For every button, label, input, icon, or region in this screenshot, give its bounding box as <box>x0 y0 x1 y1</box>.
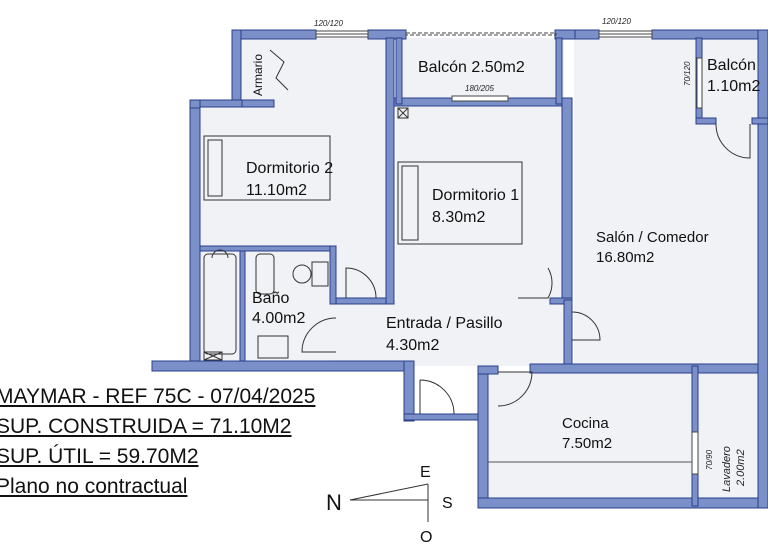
compass-west: O <box>420 529 432 546</box>
floor-areas <box>200 38 768 500</box>
room-balcon-2-area: 1.10m2 <box>707 78 760 95</box>
compass-rose: N E S O <box>326 464 453 546</box>
wall-kitchen-left <box>477 365 489 509</box>
room-cocina-name: Cocina <box>562 415 609 432</box>
compass-east: E <box>420 464 431 481</box>
room-balcon-2-name: Balcón <box>707 57 756 74</box>
wall-bed2-right <box>385 37 395 305</box>
bidet <box>255 253 275 295</box>
window-balcony <box>405 32 557 36</box>
info-built-area: SUP. CONSTRUIDA = 71.10M2 <box>0 415 292 438</box>
compass-south: S <box>442 495 453 512</box>
wall-left-upper <box>231 29 242 106</box>
room-entrada-name: Entrada / Pasillo <box>386 315 503 332</box>
walls <box>151 29 768 509</box>
room-dormitorio-1-name: Dormitorio 1 <box>432 187 519 204</box>
door-entry <box>419 379 455 415</box>
shower-head <box>211 249 229 259</box>
room-bano-area: 4.00m2 <box>252 310 305 327</box>
window-label-3: 180/205 <box>465 84 494 93</box>
info-disclaimer: Plano no contractual <box>0 475 188 498</box>
windows <box>315 30 703 475</box>
wall-corridor-top-l <box>335 297 387 305</box>
door-kitchen <box>497 371 533 407</box>
room-dormitorio-1-area: 8.30m2 <box>432 209 485 226</box>
room-balcon-1-name: Balcón 2.50m2 <box>418 59 525 76</box>
wall-inner-bath-right <box>329 245 337 305</box>
compass-north: N <box>326 490 342 515</box>
wall-bath-mid <box>239 250 246 362</box>
room-entrada-area: 4.30m2 <box>386 337 439 354</box>
window-label-4: 70/120 <box>683 61 692 86</box>
room-salon-name: Salón / Comedor <box>596 229 709 246</box>
wall-kitchen-bottom <box>477 497 768 509</box>
toilet <box>292 264 312 284</box>
door-bed1 <box>518 267 553 299</box>
wall-top-salon <box>574 29 600 40</box>
wall-balcony-left <box>395 37 403 105</box>
door-salon <box>571 311 601 341</box>
wall-balcon2-bottom-r <box>751 117 768 125</box>
door-balcon2 <box>715 123 751 159</box>
toilet-tank <box>311 261 329 287</box>
window-lavadero <box>691 431 699 475</box>
ventilation-markers <box>203 107 409 361</box>
door-armario <box>269 49 289 91</box>
wall-salon-bottom <box>529 363 768 374</box>
window-label-2: 120/120 <box>602 17 631 26</box>
window-label-5: 70/90 <box>705 449 714 470</box>
info-reference: MAYMAR - REF 75C - 07/04/2025 <box>0 385 316 408</box>
wall-balcony-right <box>555 37 563 105</box>
window-balcony-door <box>451 95 509 102</box>
wall-top-far-right <box>651 29 768 40</box>
wall-bottom-left <box>151 360 415 372</box>
wall-kitchen-top-l <box>477 365 499 375</box>
sink <box>257 335 289 359</box>
wall-balcon2-bottom <box>695 117 717 125</box>
property-info: MAYMAR - REF 75C - 07/04/2025 SUP. CONST… <box>0 382 315 502</box>
window-balcon2 <box>696 57 703 109</box>
wall-salon-left-low <box>563 299 573 369</box>
wall-bed1-right <box>561 97 573 305</box>
room-armario-name: Armario <box>251 54 265 96</box>
room-dormitorio-2-area: 11.10m2 <box>246 182 307 199</box>
door-bath <box>301 317 337 353</box>
room-bano-name: Baño <box>252 290 289 307</box>
room-lavadero-area: 2.00m2 <box>735 449 747 487</box>
wall-entry-bottom <box>403 413 479 421</box>
bathtub <box>203 253 237 355</box>
room-dormitorio-2-name: Dormitorio 2 <box>246 160 333 177</box>
info-usable-area: SUP. ÚTIL = 59.70M2 <box>0 445 199 468</box>
wall-left-ext-top <box>189 99 201 109</box>
door-bed2 <box>345 267 377 299</box>
wall-left-bedroom <box>189 99 201 371</box>
room-lavadero-name: Lavadero <box>721 446 733 492</box>
window-label-1: 120/120 <box>314 19 343 28</box>
doors <box>269 49 751 415</box>
wall-top-left <box>231 29 317 40</box>
bathroom-fixtures <box>203 249 329 359</box>
wall-bottom-step <box>403 360 415 422</box>
room-salon-area: 16.80m2 <box>596 249 654 266</box>
wall-right-outer <box>757 29 768 509</box>
room-cocina-area: 7.50m2 <box>562 435 612 452</box>
bed-dormitorio-1 <box>397 161 523 245</box>
bed-dormitorio-2 <box>203 135 331 201</box>
